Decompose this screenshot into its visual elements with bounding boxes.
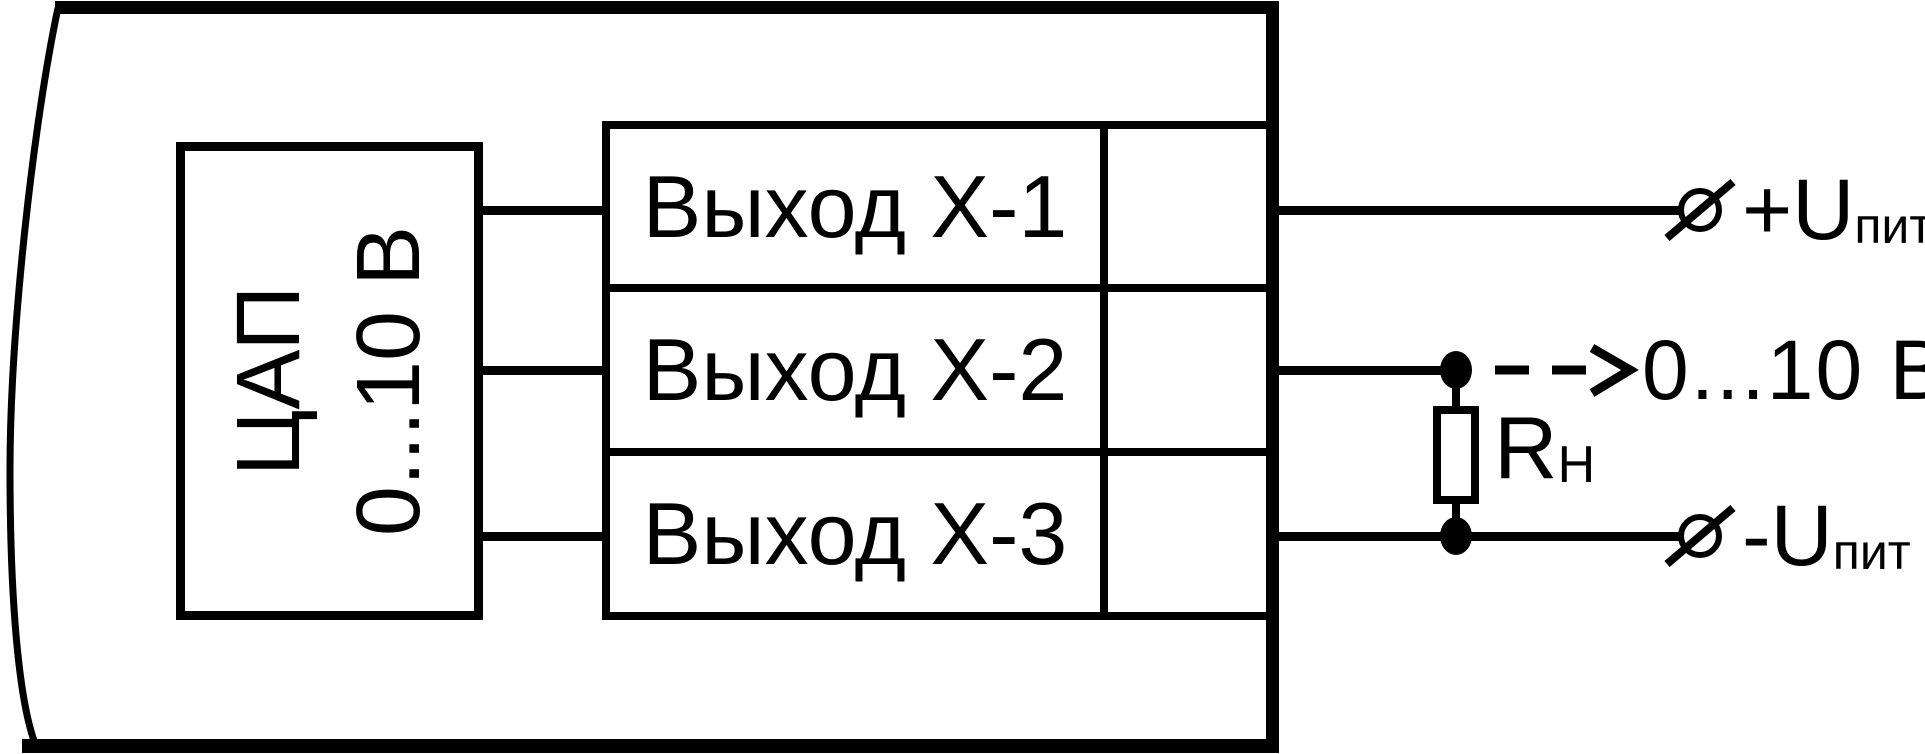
table-line-bottom (602, 612, 1279, 620)
output-label-x3: Выход Х-3 (610, 456, 1100, 612)
terminal-column-divider (1100, 121, 1108, 620)
output-label-x2: Выход Х-2 (610, 292, 1100, 448)
load-resistor-subscript: Н (1557, 435, 1596, 494)
dac-label-line1: ЦАП (219, 285, 319, 477)
table-line-mid2 (602, 448, 1279, 456)
dac-output-stub-2 (477, 366, 606, 375)
table-line-top (602, 121, 1279, 129)
dac-box (176, 142, 483, 620)
plus-supply-subscript: пит (1854, 198, 1925, 254)
dac-label-line2: 0...10 В (339, 225, 439, 537)
wire-plus-supply (1266, 206, 1680, 215)
output-label-x3-text: Выход Х-3 (642, 484, 1068, 583)
device-top-border (55, 1, 1279, 14)
output-label-x2-text: Выход Х-2 (642, 320, 1068, 419)
screw-terminal-minus-icon (1664, 504, 1736, 568)
device-bottom-border (22, 739, 1279, 753)
junction-dot-bottom (1440, 517, 1472, 555)
table-line-mid1 (602, 284, 1279, 292)
junction-dot-top (1440, 351, 1472, 389)
plus-supply-main: +U (1742, 161, 1855, 258)
wire-minus-supply (1266, 532, 1680, 541)
dac-output-stub-1 (477, 206, 606, 215)
output-label-x1: Выход Х-1 (610, 129, 1100, 284)
device-right-border (1266, 1, 1279, 753)
load-resistor (1433, 406, 1479, 504)
signal-range-text: 0...10 В (1642, 322, 1925, 417)
dac-label: ЦАП 0...10 В (176, 142, 482, 620)
minus-supply-subscript: пит (1832, 524, 1911, 580)
output-label-x1-text: Выход Х-1 (642, 156, 1068, 256)
screw-terminal-plus-icon (1664, 178, 1736, 242)
arrowhead-icon (1589, 344, 1639, 397)
minus-supply-main: -U (1742, 487, 1833, 584)
load-resistor-main: R (1494, 398, 1558, 497)
dac-output-stub-3 (477, 532, 606, 541)
wire-signal (1266, 366, 1456, 375)
signal-range-label: 0...10 В (1642, 312, 1925, 428)
device-torn-edge (6, 7, 62, 748)
